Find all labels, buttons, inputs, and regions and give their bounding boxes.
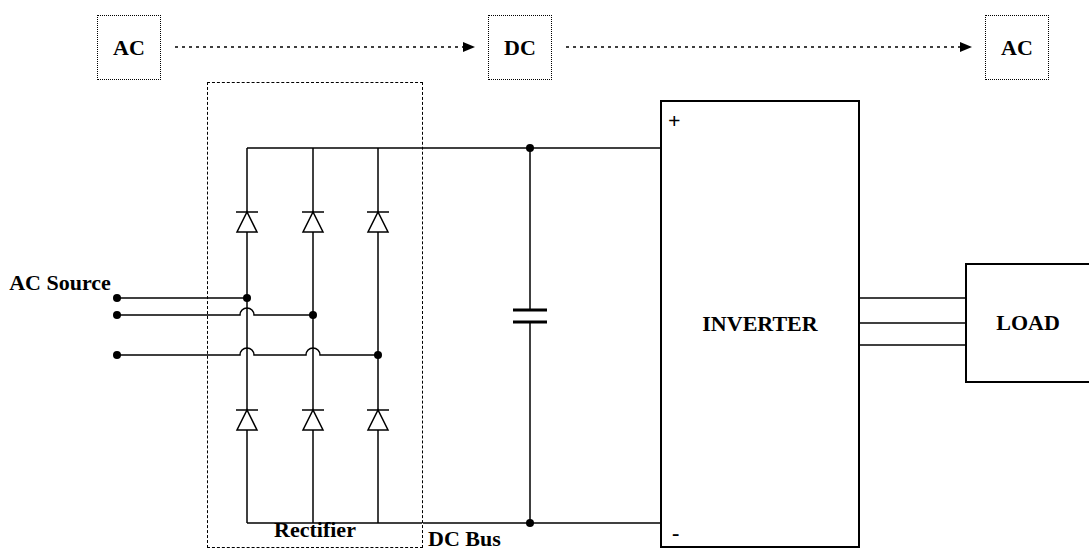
flow-stage-box: AC [985, 15, 1049, 80]
inverter-box: INVERTER [660, 100, 860, 548]
load-box: LOAD [965, 263, 1089, 383]
diode-symbols [236, 212, 389, 430]
node-label: Rectifier [274, 517, 356, 543]
polarity-sign: - [672, 520, 692, 546]
bridge-wiring [117, 148, 530, 523]
node-label: AC [113, 35, 145, 61]
rectifier-box: Rectifier [207, 82, 423, 548]
bus-label: DC Bus [428, 526, 528, 552]
capacitor-symbol [513, 310, 547, 322]
flow-arrow [175, 46, 474, 48]
source-label: AC Source [6, 252, 114, 314]
flow-arrow [566, 46, 971, 48]
wire [423, 522, 660, 524]
node-label: LOAD [996, 310, 1060, 336]
wire [423, 147, 660, 149]
junction-dots [113, 144, 534, 527]
wire [860, 344, 965, 346]
polarity-sign: + [668, 108, 688, 134]
flow-stage-box: AC [97, 15, 161, 80]
wire [860, 297, 965, 299]
wire [860, 322, 965, 324]
node-label: INVERTER [702, 311, 817, 337]
node-label: AC [1001, 35, 1033, 61]
flow-stage-box: DC [488, 15, 552, 80]
node-label: DC [504, 35, 536, 61]
